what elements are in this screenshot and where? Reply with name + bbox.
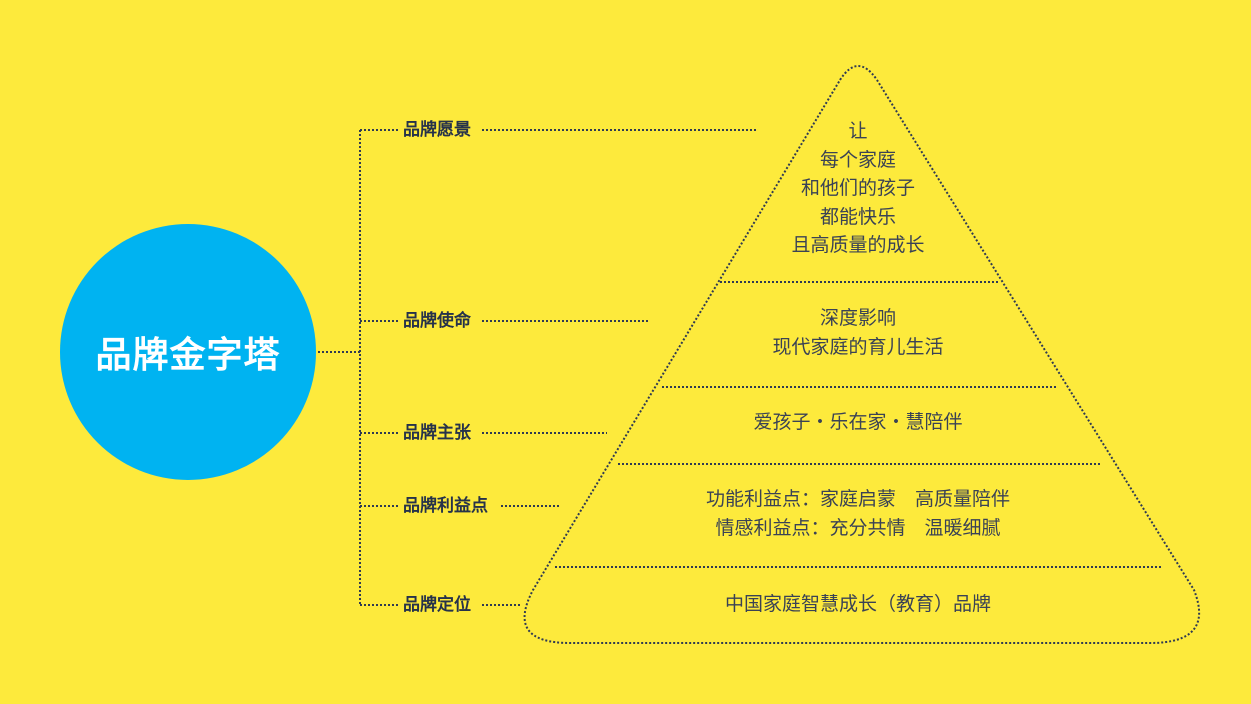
tier-line: 深度影响 <box>819 307 896 329</box>
tier-line: 让 <box>848 120 868 142</box>
tier-vision: 让 每个家庭 和他们的孩子 都能快乐 且高质量的成长 <box>758 117 958 260</box>
tier-line: 中国家庭智慧成长（教育）品牌 <box>724 593 991 615</box>
tier-line: 每个家庭 <box>819 148 896 171</box>
tier-benefits: 功能利益点：家庭启蒙 高质量陪伴 情感利益点：充分共情 温暖细腻 <box>658 485 1058 542</box>
tier-line: 且高质量的成长 <box>791 234 925 256</box>
tier-mission: 深度影响 现代家庭的育儿生活 <box>708 304 1008 361</box>
branch-label-vision: 品牌愿景 <box>403 120 471 140</box>
tier-line: 功能利益点：家庭启蒙 高质量陪伴 <box>705 488 1010 510</box>
hub-title: 品牌金字塔 <box>95 335 281 376</box>
pyramid-outline <box>523 65 1201 644</box>
tier-positioning: 中国家庭智慧成长（教育）品牌 <box>658 590 1058 619</box>
hub-circle: 品牌金字塔 <box>60 224 316 480</box>
branch-label-benefits: 品牌利益点 <box>403 496 488 516</box>
tier-line: 情感利益点：充分共情 温暖细腻 <box>715 516 1001 539</box>
tier-line: 现代家庭的育儿生活 <box>772 335 944 358</box>
tier-line: 爱孩子・乐在家・慧陪伴 <box>753 411 963 433</box>
branch-label-positioning: 品牌定位 <box>403 595 471 615</box>
tier-line: 都能快乐 <box>819 205 896 228</box>
tier-proposition: 爱孩子・乐在家・慧陪伴 <box>708 408 1008 437</box>
tier-line: 和他们的孩子 <box>800 177 915 199</box>
branch-label-proposition: 品牌主张 <box>403 423 471 443</box>
branch-label-mission: 品牌使命 <box>403 311 471 331</box>
